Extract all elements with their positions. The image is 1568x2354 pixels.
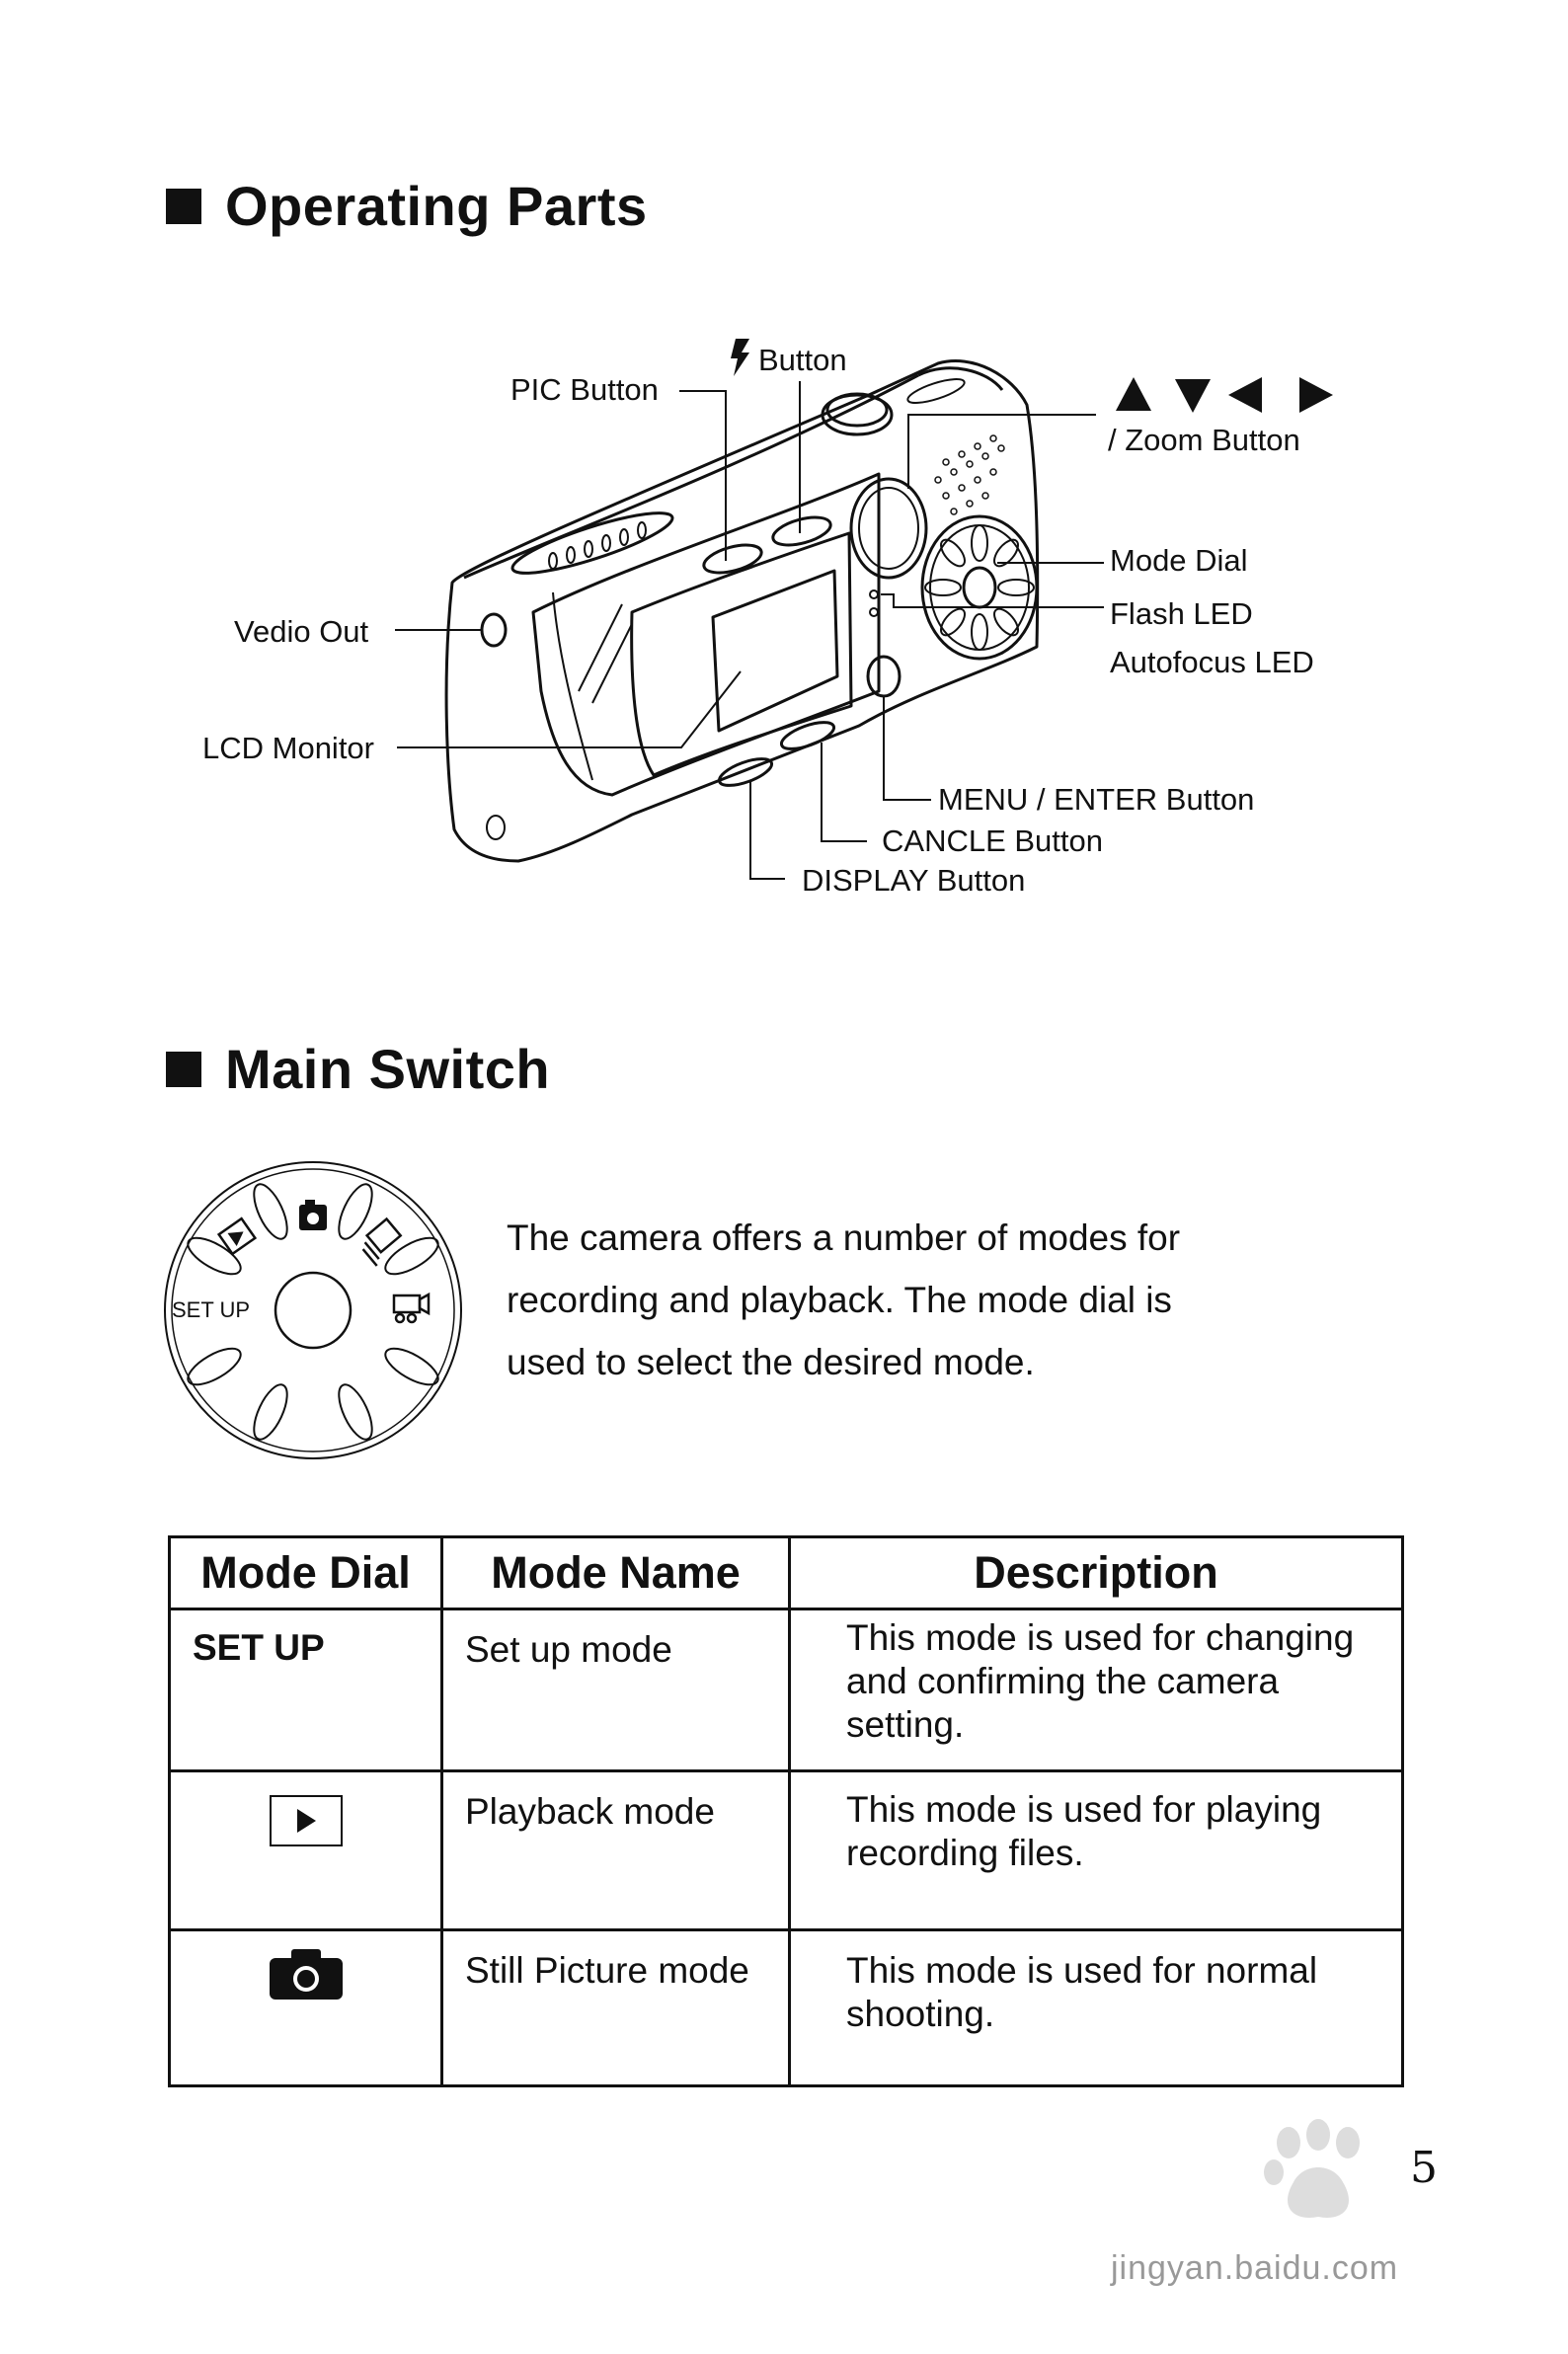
callout-display-button: DISPLAY Button xyxy=(802,863,1026,898)
intro-line: recording and playback. The mode dial is xyxy=(507,1280,1172,1320)
mode-description: This mode is used for normal shooting. xyxy=(788,1928,1404,2087)
dial-multishot-icon xyxy=(361,1216,403,1267)
intro-line: used to select the desired mode. xyxy=(507,1342,1035,1382)
baidu-paw-watermark-icon xyxy=(1264,2119,1360,2218)
header-description: Description xyxy=(788,1535,1404,1610)
square-bullet-icon xyxy=(166,1051,201,1087)
section-title: Main Switch xyxy=(225,1038,551,1100)
callout-menu-enter-button: MENU / ENTER Button xyxy=(938,782,1255,817)
callout-cancle-button: CANCLE Button xyxy=(882,824,1103,858)
dial-playback-icon xyxy=(216,1216,258,1256)
mode-name: Playback mode xyxy=(440,1769,791,1931)
watermark-url: jingyan.baidu.com xyxy=(1111,2249,1399,2287)
mode-description: This mode is used for playing recording … xyxy=(788,1769,1404,1931)
mode-name: Set up mode xyxy=(440,1608,791,1772)
callout-autofocus-led: Autofocus LED xyxy=(1110,645,1314,679)
callout-flash-led: Flash LED xyxy=(1110,596,1253,631)
table-row: SET UP Set up mode This mode is used for… xyxy=(168,1608,1404,1772)
mode-dial-illustration: SET UP xyxy=(164,1161,462,1459)
mode-description: This mode is used for changing and confi… xyxy=(788,1608,1404,1772)
header-mode-dial: Mode Dial xyxy=(168,1535,443,1610)
arrow-keys-icon xyxy=(1116,377,1333,413)
mode-table: Mode Dial Mode Name Description SET UP S… xyxy=(168,1535,1404,2087)
mode-symbol-setup: SET UP xyxy=(168,1608,443,1772)
table-row: Playback mode This mode is used for play… xyxy=(168,1769,1404,1931)
callout-flash-button: Button xyxy=(758,343,847,377)
mode-symbol-cell xyxy=(168,1769,443,1931)
callout-lcd-monitor: LCD Monitor xyxy=(202,731,374,765)
callout-zoom-button: / Zoom Button xyxy=(1108,423,1300,457)
table-header-row: Mode Dial Mode Name Description xyxy=(168,1535,1404,1610)
dial-setup-label: SET UP xyxy=(172,1297,250,1322)
table-row: Still Picture mode This mode is used for… xyxy=(168,1928,1404,2087)
square-bullet-icon xyxy=(166,188,201,224)
camera-diagram xyxy=(395,359,1104,880)
header-mode-name: Mode Name xyxy=(440,1535,791,1610)
callout-mode-dial: Mode Dial xyxy=(1110,543,1248,578)
section-heading-operating-parts: Operating Parts xyxy=(166,174,648,238)
camera-icon xyxy=(269,1949,343,2000)
intro-line: The camera offers a number of modes for xyxy=(507,1217,1181,1258)
dial-camera-icon xyxy=(299,1200,327,1230)
mode-name: Still Picture mode xyxy=(440,1928,791,2087)
main-switch-intro: The camera offers a number of modes for … xyxy=(507,1207,1180,1393)
mode-symbol-cell xyxy=(168,1928,443,2087)
flash-icon xyxy=(731,339,749,376)
callout-pic-button: PIC Button xyxy=(510,372,659,407)
callout-video-out: Vedio Out xyxy=(234,614,369,649)
play-icon xyxy=(269,1795,343,1846)
page-number: 5 xyxy=(1410,2143,1438,2193)
section-heading-main-switch: Main Switch xyxy=(166,1037,550,1101)
section-title: Operating Parts xyxy=(225,175,648,237)
dial-video-icon xyxy=(392,1292,431,1324)
